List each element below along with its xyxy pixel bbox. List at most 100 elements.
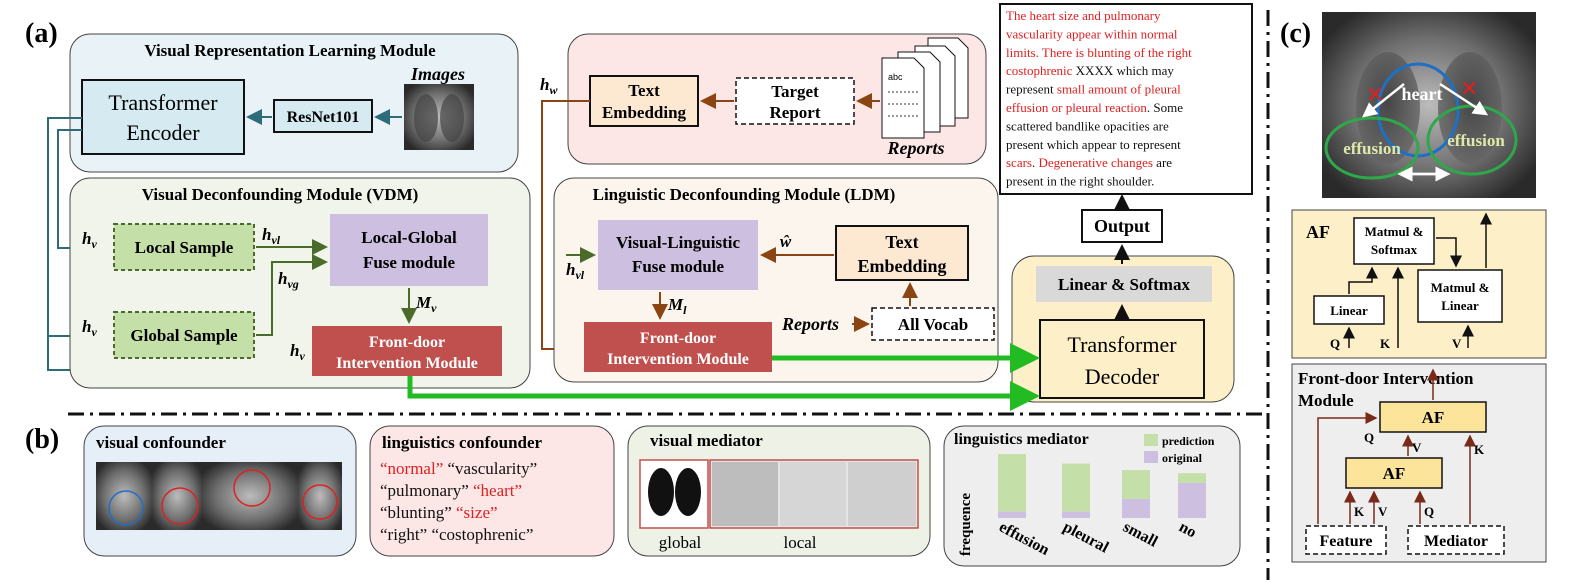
report-text-line-0: The heart size and pulmonary <box>1006 8 1161 23</box>
ldm-module: Linguistic Deconfounding Module (LDM) Vi… <box>553 177 999 383</box>
target-report-box <box>735 77 855 125</box>
global-label: global <box>659 533 702 552</box>
ling-word-seg: “heart” <box>469 481 522 500</box>
ldm-hvl-label: hvl <box>566 260 585 282</box>
report-text-seg: limits. There is blunting of the right <box>1006 45 1192 60</box>
effusion-right-label: effusion <box>1447 131 1505 150</box>
af-title: AF <box>1306 222 1330 242</box>
frequence-label: frequence <box>958 493 974 556</box>
bar-original-effusion <box>998 511 1026 518</box>
visual-mediator-title: visual mediator <box>650 431 763 450</box>
report-text-line-4: represent small amount of pleural <box>1006 82 1181 97</box>
af-linear-label: Linear <box>1330 303 1368 318</box>
report-text-embedding-box <box>589 75 699 127</box>
fdi-k-bottom: K <box>1354 504 1365 519</box>
effusion-left-label: effusion <box>1343 139 1401 158</box>
bar-original-small <box>1122 498 1150 518</box>
report-text-seg: . <box>1032 155 1039 170</box>
fdi-k-top: K <box>1474 442 1485 457</box>
report-text-embedding-label-1: Text <box>628 81 660 100</box>
vl-fuse-box <box>598 220 758 290</box>
panel-label-a: (a) <box>25 18 58 49</box>
effusion-left-ellipse <box>1324 116 1420 180</box>
cross-mark-left: ✕ <box>1366 82 1384 107</box>
fdi-v-top: V <box>1412 440 1422 455</box>
heart-label: heart <box>1402 84 1443 104</box>
fdi-v-bottom: V <box>1378 504 1388 519</box>
report-text-seg: Degenerative changes <box>1039 155 1153 170</box>
linguistics-mediator-panel: linguistics mediator frequence predictio… <box>943 425 1241 567</box>
ling-word-seg: “blunting” <box>380 503 452 522</box>
af-q-label: Q <box>1330 336 1340 351</box>
report-text-seg: scars <box>1006 155 1032 170</box>
bar-prediction-no <box>1178 473 1206 483</box>
ling-word-seg: “right” “costophrenic” <box>380 525 533 544</box>
linguistics-confounder-panel: linguistics confounder “normal” “vascula… <box>369 425 615 557</box>
report-text-seg: costophrenic <box>1006 63 1073 78</box>
linguistics-confounder-title: linguistics confounder <box>382 433 543 452</box>
report-text-line-5: effusion or pleural reaction. Some <box>1006 100 1183 115</box>
ldm-front-door-box <box>584 322 772 372</box>
report-text-embedding-label-2: Embedding <box>602 103 687 122</box>
fdi-panel: Front-door Intervention Module AF AF Fea… <box>1291 363 1547 563</box>
linguistics-mediator-title: linguistics mediator <box>954 431 1089 448</box>
af-top-label: AF <box>1422 408 1445 427</box>
vdm-module: Visual Deconfounding Module (VDM) hv hv … <box>69 177 531 389</box>
vdm-front-door-label-1: Front-door <box>369 334 445 351</box>
hvg-label: hvg <box>278 269 299 291</box>
af-linear-box <box>1313 295 1385 325</box>
hvl-label: hvl <box>262 225 281 247</box>
all-vocab-label: All Vocab <box>898 315 968 334</box>
report-text-seg: The heart size and pulmonary <box>1006 8 1161 23</box>
ldm-title: Linguistic Deconfounding Module (LDM) <box>593 185 896 204</box>
bar-original-pleural <box>1062 511 1090 518</box>
w-hat-label: ŵ <box>779 232 792 251</box>
report-text-line-7: present which appear to represent <box>1006 137 1181 152</box>
legend-original: original <box>1162 451 1203 465</box>
ling-word-line-2: “blunting” “size” <box>380 503 498 522</box>
local-global-fuse-label-2: Fuse module <box>363 253 456 272</box>
ldm-front-door-label-1: Front-door <box>640 330 716 347</box>
visual-confounder-panel: visual confounder <box>83 425 357 557</box>
vdm-title: Visual Deconfounding Module (VDM) <box>142 185 419 204</box>
report-text-line-2: limits. There is blunting of the right <box>1006 45 1192 60</box>
reports-label-top: Reports <box>886 138 944 158</box>
output-box <box>1081 209 1163 243</box>
report-text-line-8: scars. Degenerative changes are <box>1006 155 1172 170</box>
bar-prediction-effusion <box>998 454 1026 512</box>
resnet101-label: ResNet101 <box>287 109 360 126</box>
bar-prediction-pleural <box>1062 463 1090 512</box>
decoder-module: Linear & Softmax Transformer Decoder Out… <box>1011 194 1235 403</box>
output-label: Output <box>1094 216 1150 236</box>
target-report-label-1: Target <box>771 82 819 101</box>
feature-box <box>1305 525 1387 555</box>
linguistics-confounder-words: “normal” “vascularity”“pulmonary” “heart… <box>380 459 537 544</box>
matmul-softmax-label-2: Softmax <box>1371 242 1418 257</box>
green-arrow-vdm-to-decoder <box>407 376 1040 411</box>
legend-swatch-prediction <box>1144 434 1158 446</box>
ling-word-seg: “size” <box>452 503 498 522</box>
global-sample-label: Global Sample <box>130 326 238 345</box>
document-text: abc <box>888 72 903 82</box>
fdi-title-2: Module <box>1298 391 1354 410</box>
output-report: The heart size and pulmonaryvascularity … <box>999 3 1253 195</box>
hv-label-2: hv <box>82 317 97 339</box>
matmul-softmax-box <box>1353 217 1435 265</box>
vl-fuse-label-1: Visual-Linguistic <box>616 233 741 252</box>
ldm-text-embedding-label-1: Text <box>885 232 918 252</box>
ldm-text-embedding-label-2: Embedding <box>857 256 946 276</box>
matmul-linear-box <box>1417 269 1503 323</box>
fdi-q-top: Q <box>1364 430 1374 445</box>
visual-mediator-panel: visual mediator global local <box>627 425 931 557</box>
ldm-reports-label: Reports <box>781 314 839 334</box>
transformer-encoder-label-1: Transformer <box>108 90 218 115</box>
fdi-title-1: Front-door Intervention <box>1298 369 1474 388</box>
local-sample-label: Local Sample <box>135 238 234 257</box>
report-text-line-9: present in the right shoulder. <box>1006 174 1154 189</box>
feature-label: Feature <box>1319 533 1372 550</box>
fdi-q-bottom: Q <box>1424 504 1434 519</box>
local-label: local <box>783 533 816 552</box>
linear-softmax-label: Linear & Softmax <box>1058 275 1190 294</box>
report-text-seg: present in the right shoulder. <box>1006 174 1154 189</box>
arrow-global-to-fuse <box>256 254 328 336</box>
